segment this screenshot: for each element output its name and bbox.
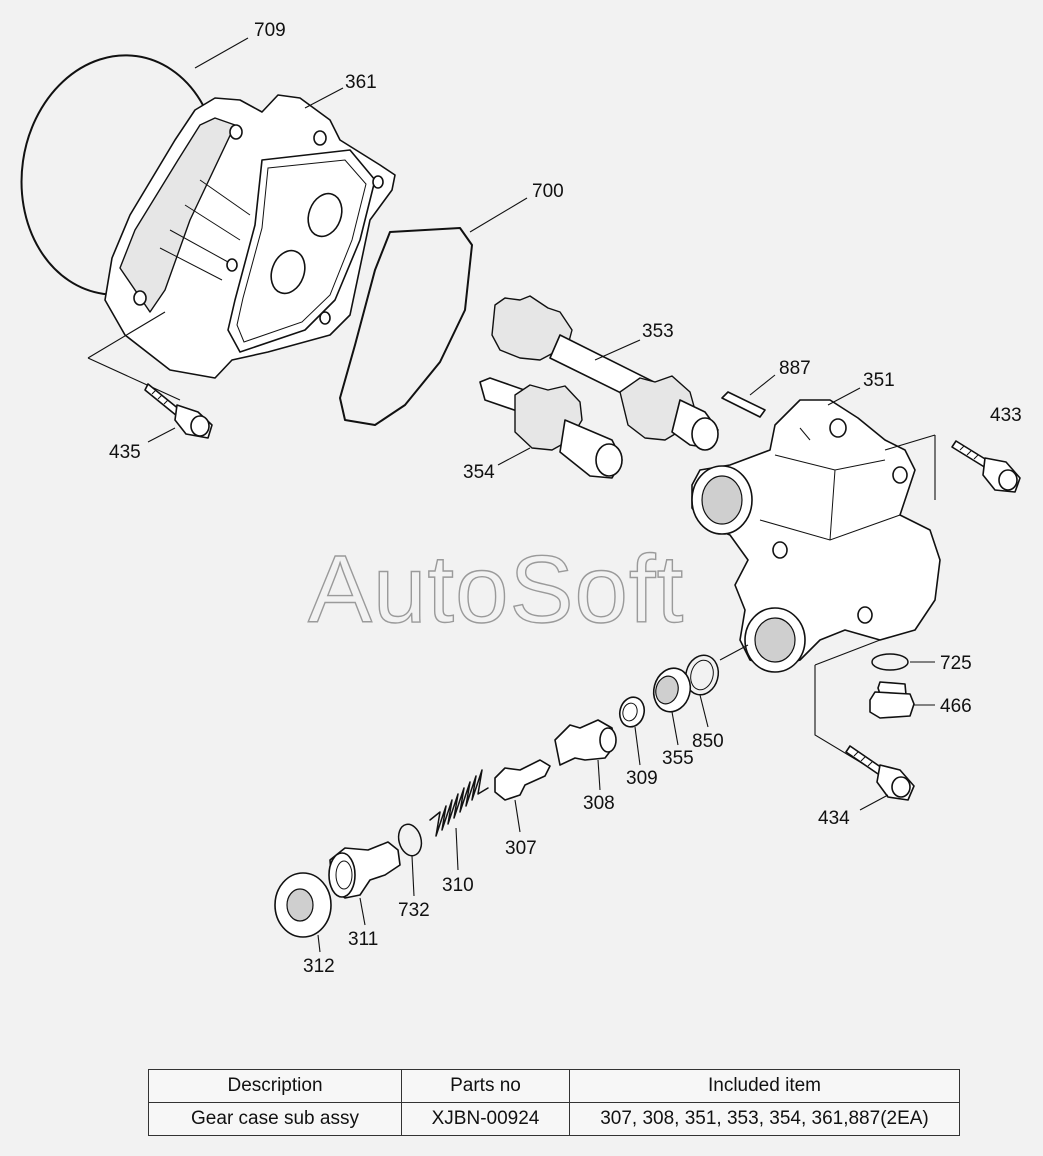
gear-case-cover-361: [104, 94, 396, 379]
label-309: 309: [626, 768, 658, 789]
valve-307: [494, 759, 551, 801]
table-header-row: Description Parts no Included item: [148, 1069, 960, 1103]
label-887: 887: [779, 358, 811, 379]
parts-table: Description Parts no Included item Gear …: [148, 1069, 960, 1136]
label-353: 353: [642, 321, 674, 342]
pin-887: [721, 391, 766, 418]
label-355: 355: [662, 748, 694, 769]
label-435: 435: [109, 442, 141, 463]
plug-311: [328, 841, 401, 899]
label-311: 311: [348, 929, 378, 950]
bolt-435: [144, 383, 213, 439]
driven-shaft-354: [479, 377, 623, 479]
label-308: 308: [583, 793, 615, 814]
watermark-text: AutoSoft: [308, 536, 684, 643]
label-466: 466: [940, 696, 972, 717]
cell-included-item: 307, 308, 351, 353, 354, 361,887(2EA): [569, 1102, 960, 1136]
label-433: 433: [990, 405, 1022, 426]
cell-parts-no: XJBN-00924: [401, 1102, 570, 1136]
label-307: 307: [505, 838, 537, 859]
header-included-item: Included item: [569, 1069, 960, 1103]
label-354: 354: [463, 462, 495, 483]
header-description: Description: [148, 1069, 402, 1103]
gear-case-body-351: [691, 399, 941, 673]
label-leaders: [147, 37, 935, 953]
label-312: 312: [303, 956, 335, 977]
spring-310: [429, 769, 489, 837]
part-labels: 709 361 700 353 887 351 433 435 354 725 …: [109, 20, 1022, 977]
header-parts-no: Parts no: [401, 1069, 570, 1103]
o-ring-725: [871, 653, 909, 671]
washer-312: [274, 872, 332, 938]
piston-308: [554, 719, 617, 766]
bearing-355: [652, 667, 692, 713]
bolt-434: [845, 745, 915, 801]
label-351: 351: [863, 370, 895, 391]
o-ring-732: [397, 823, 423, 857]
table-row: Gear case sub assy XJBN-00924 307, 308, …: [148, 1102, 960, 1136]
cell-description: Gear case sub assy: [148, 1102, 402, 1136]
label-709: 709: [254, 20, 286, 41]
label-434: 434: [818, 808, 850, 829]
snap-ring-850: [684, 654, 720, 696]
label-310: 310: [442, 875, 474, 896]
bolt-433: [951, 440, 1021, 493]
ring-309: [618, 696, 646, 728]
label-732: 732: [398, 900, 430, 921]
label-700: 700: [532, 181, 564, 202]
drive-shaft-353: [491, 295, 719, 451]
label-361: 361: [345, 72, 377, 93]
label-725: 725: [940, 653, 972, 674]
plug-466: [869, 681, 915, 719]
label-850: 850: [692, 731, 724, 752]
gasket-700: [339, 227, 473, 426]
